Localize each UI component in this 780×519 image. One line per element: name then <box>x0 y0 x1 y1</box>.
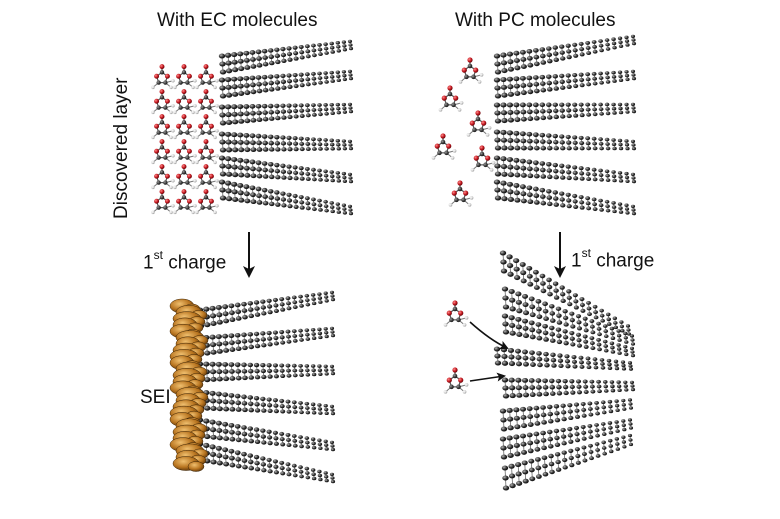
pc-panel-title: With PC molecules <box>455 10 616 31</box>
graphene-sheet <box>493 179 637 216</box>
pc-intercalation-arrow-lower <box>469 372 506 382</box>
graphene-sheet <box>501 286 636 346</box>
graphene-sheet <box>218 155 354 184</box>
solvent-molecule <box>195 114 219 140</box>
graphene-sheet <box>501 433 634 491</box>
ec-panel-title: With EC molecules <box>157 10 318 31</box>
solvent-molecule <box>151 139 175 165</box>
pc-intercalating-molecules <box>443 300 469 394</box>
solvent-molecule <box>431 133 457 160</box>
graphene-sheet <box>196 326 336 357</box>
ec-charged-graphite-layers <box>196 290 336 484</box>
graphene-sheet <box>499 418 634 460</box>
solvent-molecule <box>173 164 197 190</box>
graphene-sheet <box>196 417 336 452</box>
pc-exfoliated-graphite-layers <box>493 250 636 491</box>
solvent-molecule <box>151 89 175 115</box>
graphene-sheet <box>501 377 636 399</box>
graphene-sheet <box>218 131 354 153</box>
solvent-molecule <box>173 189 197 215</box>
graphene-sheet <box>499 398 634 432</box>
solvent-molecule <box>151 114 175 140</box>
solvent-molecule <box>195 64 219 90</box>
pc-intercalation-arrow-upper <box>469 321 509 350</box>
solvent-molecule <box>173 139 197 165</box>
solvent-molecule <box>195 139 219 165</box>
pc-first-charge-label: 1st charge <box>571 246 655 272</box>
solvent-molecule <box>195 189 219 215</box>
solvent-molecule <box>151 64 175 90</box>
solvent-molecule <box>466 110 492 137</box>
graphene-sheet <box>196 441 336 484</box>
graphene-sheet <box>493 346 634 371</box>
graphene-sheet <box>218 69 354 99</box>
solvent-molecule <box>195 89 219 115</box>
graphene-sheet <box>196 389 336 416</box>
graphene-sheet <box>218 102 354 126</box>
ec-molecules <box>151 64 219 215</box>
solvent-molecule <box>443 367 469 394</box>
ec-first-charge-label: 1st charge <box>143 248 227 274</box>
graphene-sheet <box>501 313 636 358</box>
graphene-sheet <box>493 102 637 124</box>
solvent-molecule <box>458 57 484 84</box>
pc-graphite-layers <box>493 34 637 216</box>
graphene-sheet <box>499 250 632 336</box>
solvent-molecule <box>448 180 474 207</box>
graphene-sheet <box>218 179 354 216</box>
ec-graphite-layers <box>218 39 354 216</box>
graphene-sheet <box>493 155 637 184</box>
solvent-molecule <box>173 64 197 90</box>
solvent-molecule <box>151 164 175 190</box>
solvent-molecule <box>195 164 219 190</box>
solvent-molecule <box>470 145 496 172</box>
solvent-molecule <box>173 89 197 115</box>
graphene-sheet <box>196 361 336 383</box>
graphene-sheet <box>493 34 637 75</box>
graphene-sheet <box>493 129 637 151</box>
solvent-molecule <box>443 300 469 327</box>
solvent-molecule <box>173 114 197 140</box>
pc-molecules <box>431 57 496 207</box>
solvent-molecule <box>438 85 464 112</box>
graphene-sheet <box>493 69 637 99</box>
graphene-sheet <box>196 290 336 329</box>
solvent-molecule <box>151 189 175 215</box>
discovered-layer-label: Discovered layer <box>111 77 132 220</box>
sei-layer <box>169 298 209 472</box>
graphene-sheet <box>218 39 354 75</box>
sei-label: SEI <box>140 387 171 408</box>
